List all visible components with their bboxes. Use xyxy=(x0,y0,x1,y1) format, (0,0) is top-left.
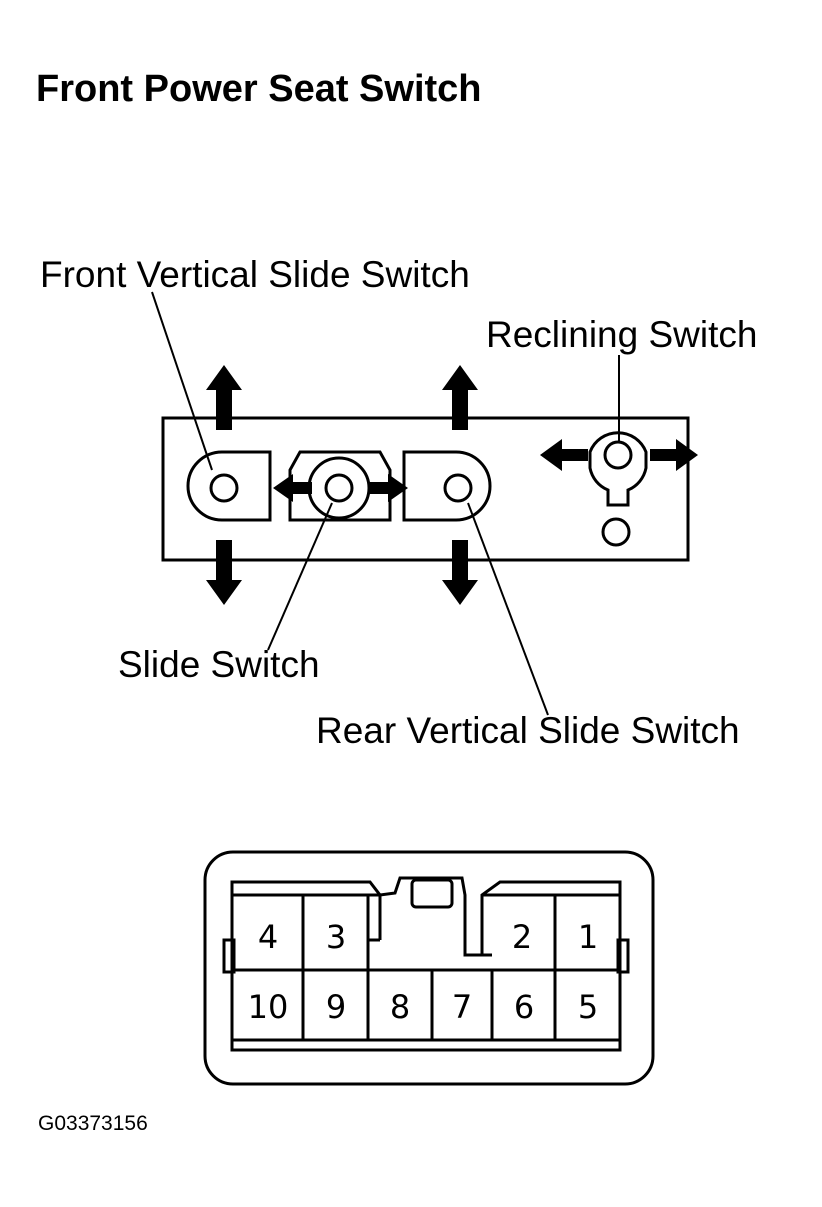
switch-body xyxy=(161,416,690,562)
pin-2: 2 xyxy=(512,918,532,956)
pin-9: 9 xyxy=(326,988,346,1026)
pin-6: 6 xyxy=(514,988,534,1026)
front-vertical-knob xyxy=(186,450,272,522)
rear-vertical-slide-switch-label: Rear Vertical Slide Switch xyxy=(316,710,740,751)
reclining-switch-label: Reclining Switch xyxy=(486,314,758,355)
connector-outer xyxy=(203,850,655,1086)
pin-5: 5 xyxy=(578,988,598,1026)
slide-left-arrow xyxy=(273,474,312,502)
figure-code: G03373156 xyxy=(38,1112,148,1135)
front-vertical-slide-switch-label: Front Vertical Slide Switch xyxy=(40,254,470,295)
rear-vertical-knob xyxy=(402,450,492,522)
pin-10: 10 xyxy=(248,988,289,1026)
leader-slide xyxy=(267,502,333,651)
pin-3: 3 xyxy=(326,918,346,956)
pin-4: 4 xyxy=(258,918,278,956)
pin-7: 7 xyxy=(452,988,472,1026)
reclining-knob xyxy=(588,431,648,547)
slide-right-arrow xyxy=(369,474,408,502)
connector xyxy=(203,850,655,1086)
pin-1: 1 xyxy=(578,918,598,956)
leader-front-vertical xyxy=(151,291,213,471)
diagram-title: Front Power Seat Switch xyxy=(36,68,482,110)
connector-latch xyxy=(410,878,454,909)
pin-8: 8 xyxy=(390,988,410,1026)
rear-down-arrow xyxy=(442,540,478,605)
recline-left-arrow xyxy=(540,439,588,471)
slide-switch-label: Slide Switch xyxy=(118,644,320,685)
front-down-arrow xyxy=(206,540,242,605)
leader-rear-vertical xyxy=(467,502,549,716)
rear-up-arrow xyxy=(442,365,478,430)
recline-right-arrow xyxy=(650,439,698,471)
connector-inner xyxy=(230,876,622,1052)
front-up-arrow xyxy=(206,365,242,430)
